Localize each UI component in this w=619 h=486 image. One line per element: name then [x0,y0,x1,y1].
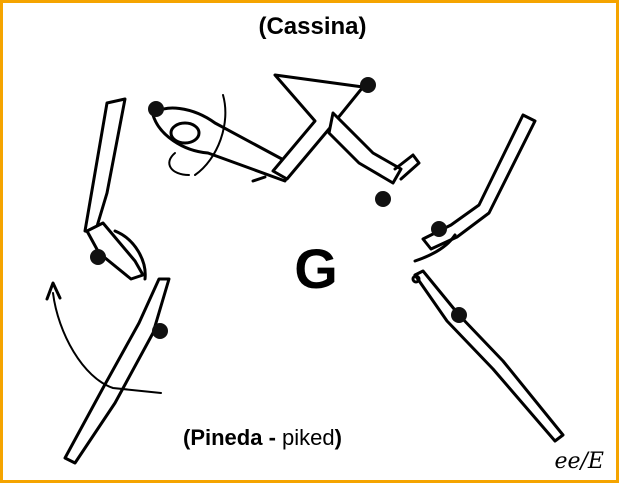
left-figure-upper [83,97,147,281]
right-figure-lower [411,269,565,443]
top-left-figure [148,94,295,183]
bottom-label-name: Pineda [190,425,263,450]
bottom-label: (Pineda - piked) [183,425,342,451]
top-center-figure [271,73,421,207]
top-label: (Cassina) [258,13,367,40]
center-letter: G [294,237,338,300]
gymnastics-illustration [45,73,565,465]
bottom-label-variant: piked [282,425,335,450]
bottom-label-dash: - [262,425,283,450]
artist-signature: ee/E [554,449,604,474]
right-figure-upper [413,113,537,263]
left-figure-lower [45,277,171,465]
bottom-label-close: ) [334,425,342,450]
bottom-label-open: ( [183,425,191,450]
